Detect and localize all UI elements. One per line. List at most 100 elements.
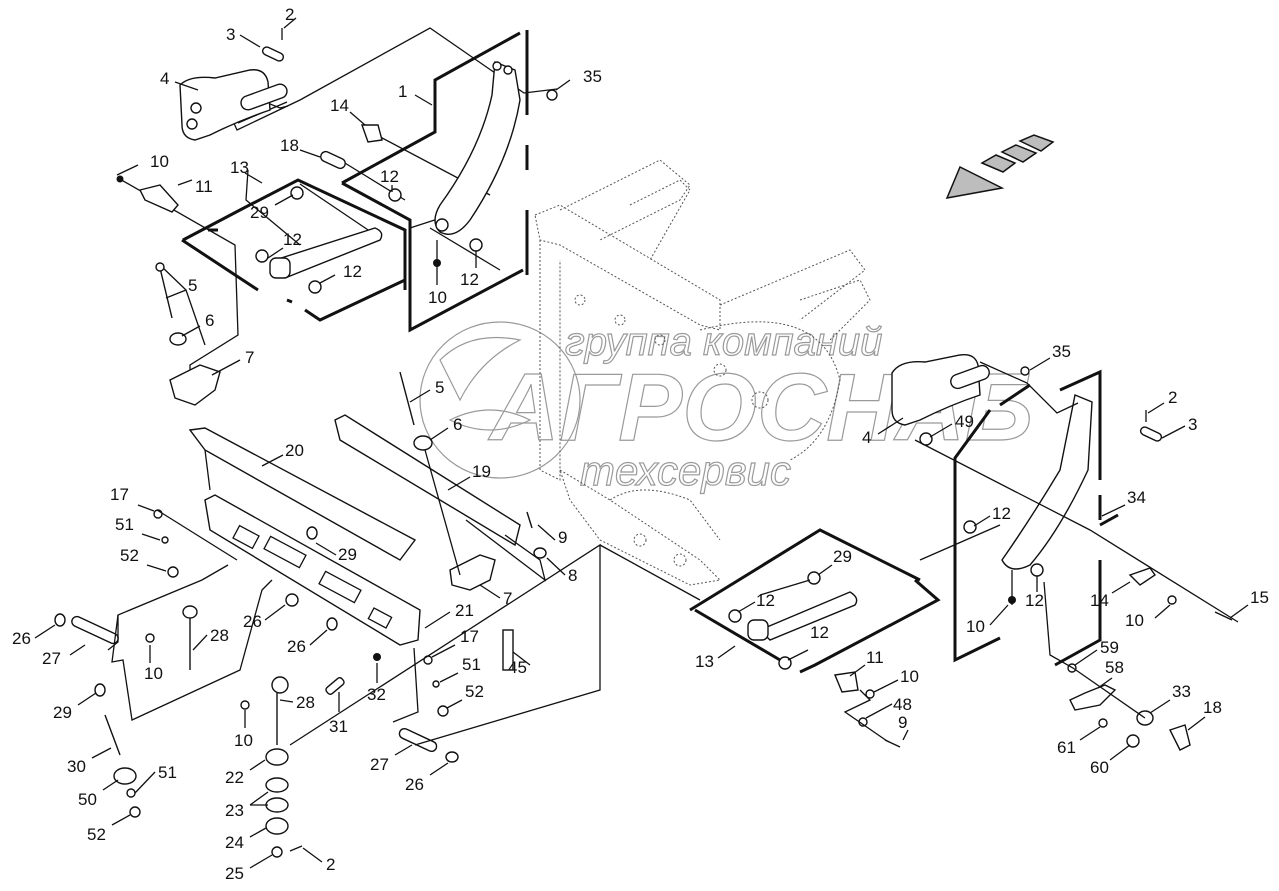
- lift-arm: [434, 61, 521, 235]
- callout-10: 10: [144, 664, 163, 683]
- callout-6: 6: [453, 415, 462, 434]
- watermark-logo-ring: [419, 321, 581, 479]
- bushing: [469, 238, 483, 252]
- mount-bracket: [169, 364, 221, 406]
- callout-10: 10: [966, 617, 985, 636]
- parts-center-plates: [54, 371, 601, 858]
- callout-14: 14: [1090, 591, 1109, 610]
- bushing: [255, 249, 269, 263]
- bushing: [290, 186, 304, 200]
- callout-29: 29: [250, 203, 269, 222]
- callout-23: 23: [225, 801, 244, 820]
- callout-33: 33: [1172, 682, 1191, 701]
- callout-61: 61: [1057, 738, 1076, 757]
- callout-19: 19: [472, 462, 491, 481]
- callout-27: 27: [370, 755, 389, 774]
- pin: [261, 46, 285, 62]
- callout-12: 12: [810, 623, 829, 642]
- parts-right: [599, 354, 1239, 751]
- fitting: [190, 102, 202, 114]
- callout-29: 29: [53, 703, 72, 722]
- callout-8: 8: [568, 566, 577, 585]
- callout-17: 17: [110, 485, 129, 504]
- callout-52: 52: [87, 825, 106, 844]
- callout-9: 9: [558, 528, 567, 547]
- callout-12: 12: [380, 167, 399, 186]
- callout-50: 50: [78, 790, 97, 809]
- callout-48: 48: [893, 695, 912, 714]
- crossbar-21: [204, 494, 421, 646]
- callout-25: 25: [225, 864, 244, 883]
- watermark-line1: группа компаний: [565, 320, 882, 364]
- bracket-pin: [361, 124, 383, 143]
- callout-52: 52: [120, 546, 139, 565]
- callout-7: 7: [503, 589, 512, 608]
- callout-12: 12: [343, 262, 362, 281]
- callout-labels: 2 3 4 1 35 14 18 12 10 11 13 29 12 12 12…: [12, 5, 1269, 883]
- callout-30: 30: [67, 757, 86, 776]
- callout-32: 32: [367, 685, 386, 704]
- callout-26: 26: [405, 775, 424, 794]
- callout-4: 4: [862, 428, 871, 447]
- callout-26: 26: [243, 612, 262, 631]
- mount-bracket: [449, 554, 496, 591]
- callout-31: 31: [329, 717, 348, 736]
- callout-12: 12: [756, 591, 775, 610]
- callout-21: 21: [455, 601, 474, 620]
- callout-12: 12: [283, 230, 302, 249]
- pin-bracket: [138, 184, 179, 213]
- bushing: [308, 280, 322, 294]
- plate-19: [334, 414, 521, 547]
- callout-17: 17: [460, 627, 479, 646]
- callout-52: 52: [465, 682, 484, 701]
- callout-4: 4: [160, 69, 169, 88]
- bolt: [159, 267, 173, 319]
- callout-12: 12: [460, 270, 479, 289]
- nut: [116, 175, 124, 183]
- callout-3: 3: [226, 25, 235, 44]
- plate-45: [502, 629, 514, 671]
- callout-12: 12: [992, 504, 1011, 523]
- link-bush: [269, 257, 291, 279]
- callout-10: 10: [150, 152, 169, 171]
- callout-51: 51: [158, 763, 177, 782]
- watermark-line3: техсервис: [580, 447, 791, 494]
- callout-10: 10: [1125, 611, 1144, 630]
- callout-13: 13: [695, 652, 714, 671]
- callout-28: 28: [296, 693, 315, 712]
- hydraulic-cylinder: [179, 69, 271, 141]
- callout-45: 45: [508, 658, 527, 677]
- callout-29: 29: [833, 547, 852, 566]
- callout-24: 24: [225, 833, 244, 852]
- callout-1: 1: [398, 82, 407, 101]
- callout-2: 2: [326, 855, 335, 874]
- callout-26: 26: [12, 629, 31, 648]
- callout-10: 10: [900, 667, 919, 686]
- callout-15: 15: [1250, 588, 1269, 607]
- callout-51: 51: [115, 515, 134, 534]
- hydraulic-cylinder: [891, 354, 981, 426]
- callout-35: 35: [1052, 342, 1071, 361]
- callout-10: 10: [234, 731, 253, 750]
- callout-12: 12: [1025, 591, 1044, 610]
- callout-leaders: [34, 17, 1249, 869]
- callout-34: 34: [1127, 488, 1146, 507]
- lift-arm: [1001, 394, 1093, 570]
- callout-5: 5: [435, 378, 444, 397]
- callout-20: 20: [285, 441, 304, 460]
- fitting: [186, 118, 198, 130]
- callout-58: 58: [1105, 658, 1124, 677]
- callout-14: 14: [330, 96, 349, 115]
- callout-2: 2: [1168, 388, 1177, 407]
- callout-3: 3: [1188, 415, 1197, 434]
- callout-49: 49: [955, 412, 974, 431]
- callout-26: 26: [287, 637, 306, 656]
- callout-11: 11: [195, 177, 213, 196]
- tractor-frame: [534, 159, 871, 586]
- callout-5: 5: [188, 276, 197, 295]
- callout-13: 13: [230, 158, 249, 177]
- watermark-logo-leaf: [448, 409, 532, 431]
- callout-59: 59: [1100, 638, 1119, 657]
